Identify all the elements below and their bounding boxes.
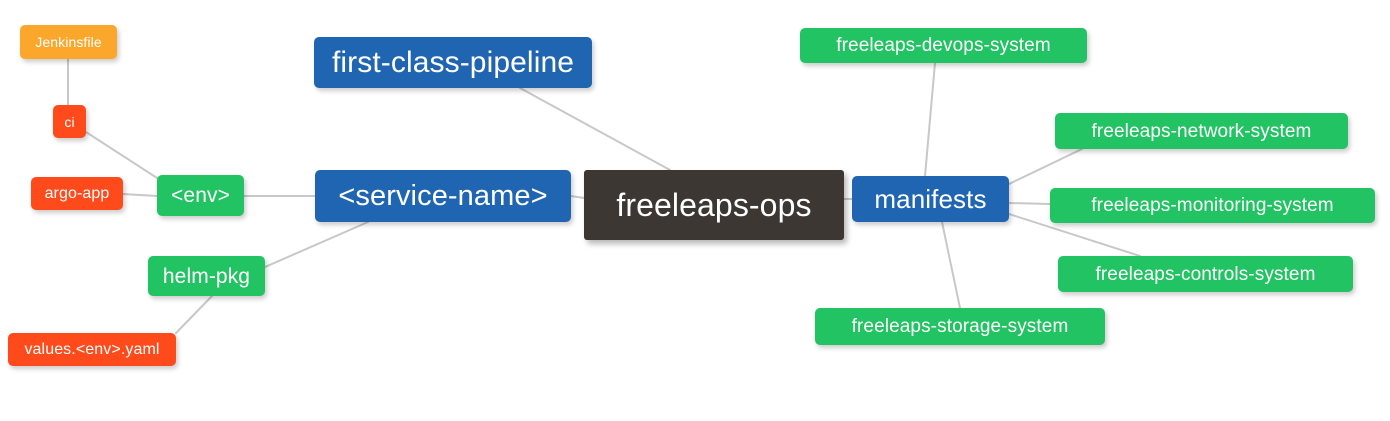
mindmap-node-helm-pkg[interactable]: helm-pkg	[148, 256, 265, 296]
edge-manifests-to-freeleaps-monitoring-system	[1008, 202, 1051, 205]
mindmap-node-freeleaps-monitoring-system[interactable]: freeleaps-monitoring-system	[1050, 188, 1375, 223]
edge-values-yaml-to-helm-pkg	[175, 295, 213, 334]
edge-argo-app-to-env	[122, 193, 158, 197]
edge-manifests-to-freeleaps-storage-system	[941, 221, 961, 309]
mindmap-node-first-class-pipeline[interactable]: first-class-pipeline	[314, 37, 592, 88]
edge-service-name-to-freeleaps-ops	[570, 195, 585, 199]
mindmap-node-manifests[interactable]: manifests	[852, 176, 1009, 222]
mindmap-node-ci[interactable]: ci	[53, 105, 86, 138]
mindmap-node-argo-app[interactable]: argo-app	[31, 177, 123, 210]
mindmap-node-freeleaps-ops[interactable]: freeleaps-ops	[584, 170, 844, 240]
edge-manifests-to-freeleaps-devops-system	[924, 62, 936, 177]
mindmap-node-freeleaps-controls-system[interactable]: freeleaps-controls-system	[1058, 256, 1353, 292]
mindmap-node-freeleaps-storage-system[interactable]: freeleaps-storage-system	[815, 308, 1105, 345]
mindmap-node-service-name[interactable]: <service-name>	[315, 170, 571, 222]
mindmap-node-values-yaml[interactable]: values.<env>.yaml	[8, 333, 176, 366]
edge-manifests-to-freeleaps-network-system	[1008, 148, 1083, 185]
mindmap-node-freeleaps-network-system[interactable]: freeleaps-network-system	[1055, 113, 1348, 149]
edge-helm-pkg-to-service-name	[264, 221, 369, 268]
mindmap-node-freeleaps-devops-system[interactable]: freeleaps-devops-system	[800, 28, 1087, 63]
mindmap-node-jenkinsfile[interactable]: Jenkinsfile	[20, 25, 117, 59]
edge-first-class-pipeline-to-freeleaps-ops	[519, 87, 671, 171]
mindmap-node-env[interactable]: <env>	[157, 175, 244, 216]
